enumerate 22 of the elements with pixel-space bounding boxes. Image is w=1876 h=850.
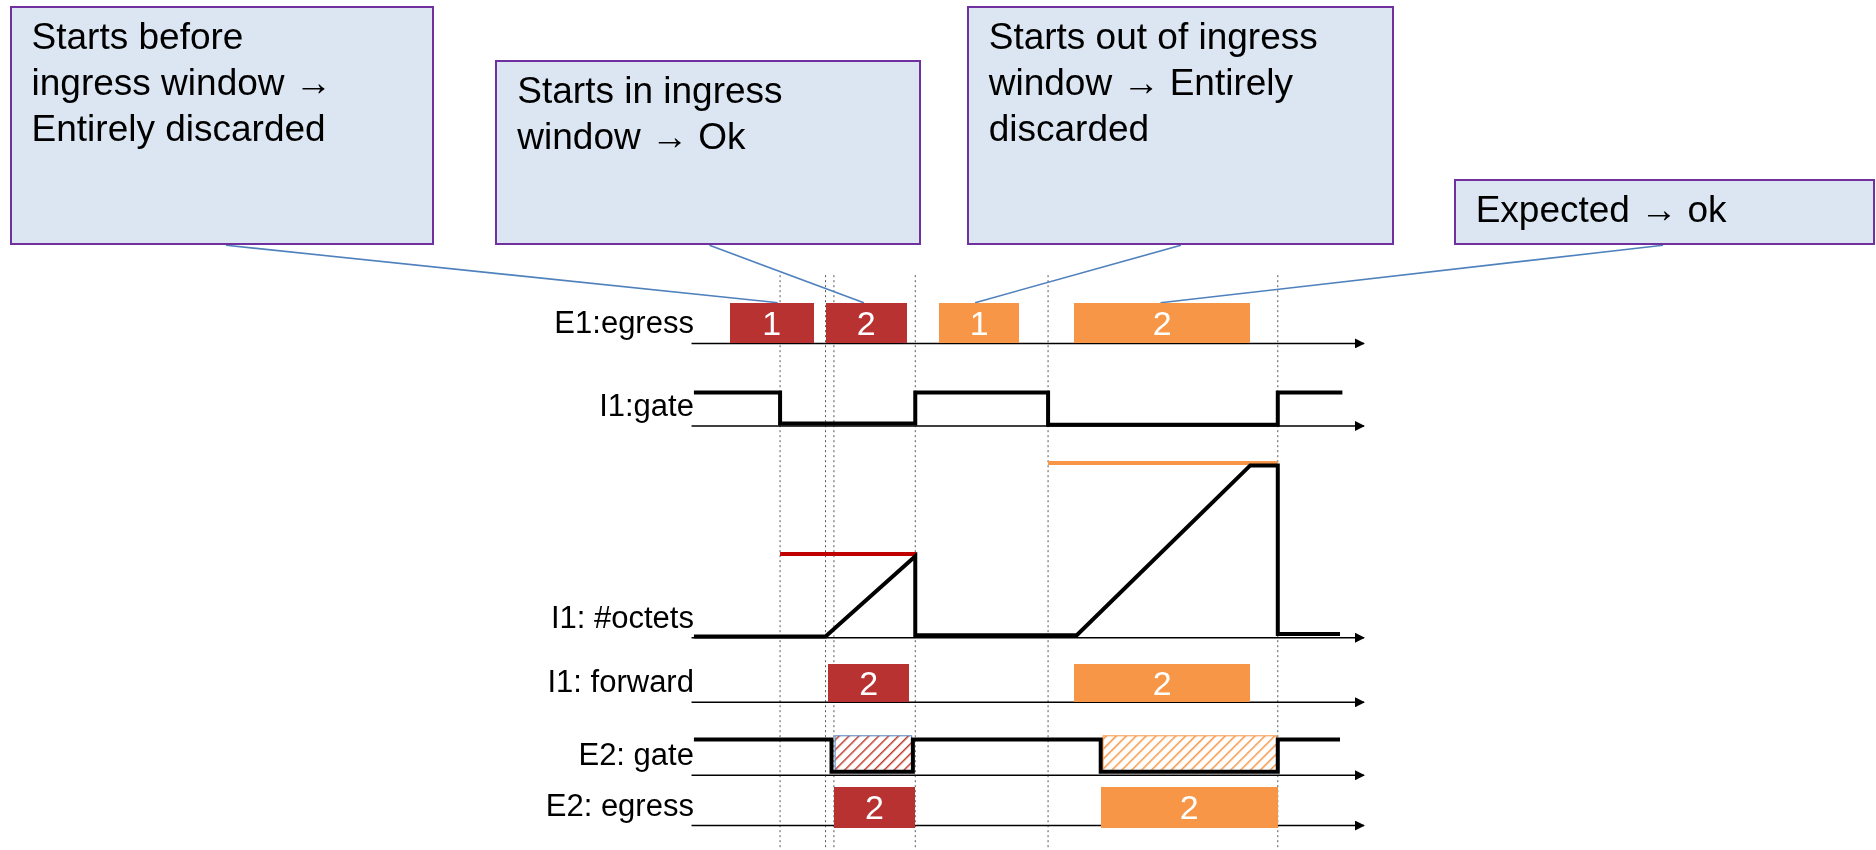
frame-block: 2 <box>1074 664 1251 703</box>
signal-name: E1:egress <box>554 305 694 342</box>
leader-line <box>1159 244 1664 304</box>
callout-box: Starts before ingress window → Entirely discarded <box>9 5 435 246</box>
frame-block: 1 <box>939 302 1020 344</box>
signal-name: I1: forward <box>547 664 694 701</box>
leader-line <box>708 244 865 304</box>
frame-block: 2 <box>825 302 907 344</box>
leader-line <box>974 244 1182 304</box>
signal-name: I1:gate <box>599 387 694 424</box>
frame-block: 1 <box>729 302 814 344</box>
callout-box: Expected → ok <box>1453 179 1875 246</box>
leader-line <box>225 244 779 304</box>
signal-name: E2: gate <box>578 737 694 774</box>
frame-block: 2 <box>827 664 910 703</box>
frame-block: 2 <box>1074 302 1251 344</box>
frame-block: 2 <box>833 787 916 828</box>
callout-box: Starts in ingress window → Ok <box>495 59 922 246</box>
signal-name: I1: #octets <box>550 599 694 636</box>
signal-name: E2: egress <box>545 787 694 824</box>
frame-block: 2 <box>1100 787 1278 828</box>
callout-box: Starts out of ingress window → Entirely discarded <box>966 5 1394 246</box>
